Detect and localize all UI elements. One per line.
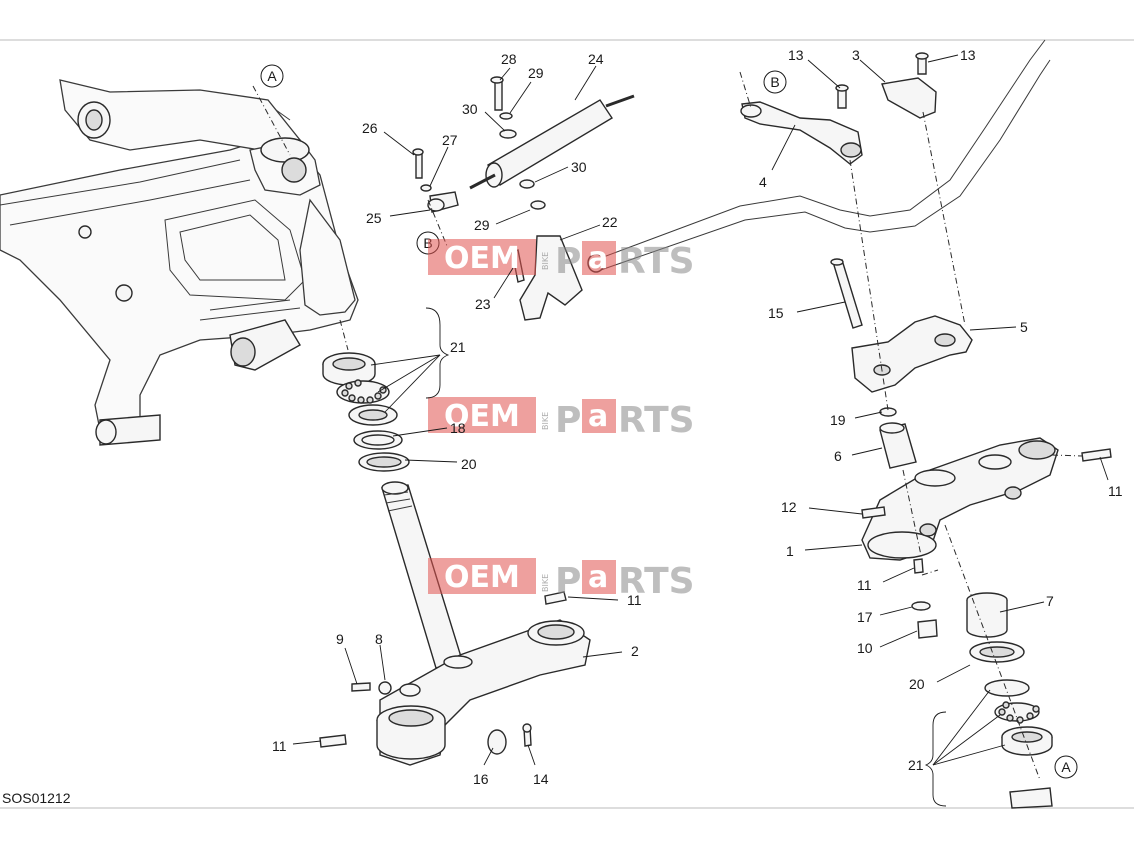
ref-a-bottom: A	[1061, 759, 1071, 775]
callout-7: 7	[1046, 593, 1054, 609]
callout-24: 24	[588, 51, 604, 67]
ref-circle-b-top	[763, 70, 787, 94]
watermark-bike: BIKE	[541, 252, 550, 270]
callout-29-top: 29	[528, 65, 544, 81]
callout-16: 16	[473, 771, 489, 787]
frame	[0, 79, 359, 446]
steering-stem	[322, 352, 463, 669]
damper-bracket-assembly	[740, 52, 973, 469]
watermark-a: a	[588, 560, 608, 595]
callout-5: 5	[1020, 319, 1028, 335]
callout-21-right: 21	[908, 757, 924, 773]
callout-28: 28	[501, 51, 517, 67]
callout-29-mid: 29	[474, 217, 490, 233]
callout-20-left: 20	[461, 456, 477, 472]
callout-10: 10	[857, 640, 873, 656]
callout-25: 25	[366, 210, 382, 226]
callout-2: 2	[631, 643, 639, 659]
watermark-middle: OEM BIKE P a RTS	[428, 397, 695, 441]
ref-circle-a-bottom	[1054, 755, 1078, 779]
watermark-a: a	[588, 399, 608, 434]
upper-triple-clamp	[861, 437, 1112, 639]
watermark-rts: RTS	[618, 561, 695, 602]
assembly-axis-lines	[252, 71, 1083, 781]
watermark-p: P	[555, 241, 581, 282]
callout-13-left: 13	[788, 47, 804, 63]
callout-4: 4	[759, 174, 767, 190]
watermark-rts: RTS	[618, 241, 695, 282]
handlebar	[587, 39, 1051, 273]
callout-23: 23	[475, 296, 491, 312]
lower-triple-clamp	[319, 591, 591, 766]
watermark-oem: OEM	[444, 241, 520, 276]
callout-6: 6	[834, 448, 842, 464]
callout-1: 1	[786, 543, 794, 559]
watermark-bottom: OEM BIKE P a RTS	[428, 558, 695, 602]
callout-8: 8	[375, 631, 383, 647]
callout-18: 18	[450, 420, 466, 436]
watermark-oem: OEM	[444, 560, 520, 595]
callout-13-right: 13	[960, 47, 976, 63]
lower-bearing-stack	[966, 592, 1053, 809]
callout-19: 19	[830, 412, 846, 428]
ref-b-top: B	[770, 74, 779, 90]
watermark-bike: BIKE	[541, 574, 550, 592]
drawing-code: SOS01212	[2, 790, 71, 806]
callout-26: 26	[362, 120, 378, 136]
watermark-oem: OEM	[444, 399, 520, 434]
callout-17: 17	[857, 609, 873, 625]
callout-3: 3	[852, 47, 860, 63]
watermark-a: a	[588, 241, 608, 276]
steering-damper	[412, 76, 635, 321]
callout-20-right: 20	[909, 676, 925, 692]
callout-12: 12	[781, 499, 797, 515]
callout-11-mid-right: 11	[857, 577, 872, 593]
watermark-rts: RTS	[618, 400, 695, 441]
watermark-p: P	[555, 400, 581, 441]
callout-22: 22	[602, 214, 618, 230]
callout-11-bottom-left: 11	[272, 738, 287, 754]
watermark-p: P	[555, 561, 581, 602]
callout-14: 14	[533, 771, 549, 787]
ref-circle-a-top	[260, 64, 284, 88]
callout-27: 27	[442, 132, 458, 148]
callout-11-center: 11	[627, 592, 642, 608]
watermark-top: OEM BIKE P a RTS	[428, 239, 695, 282]
callout-30-top: 30	[462, 101, 478, 117]
watermark-bike: BIKE	[541, 412, 550, 430]
callout-15: 15	[768, 305, 784, 321]
callout-labels: 21 18 20 11 2 9 8 11 16 14 24 28 29 30 2…	[272, 47, 1123, 787]
callout-30-mid: 30	[571, 159, 587, 175]
callout-9: 9	[336, 631, 344, 647]
callout-21-left: 21	[450, 339, 466, 355]
ref-a-top: A	[267, 68, 277, 84]
leader-lines	[292, 54, 1109, 807]
callout-11-right: 11	[1108, 483, 1123, 499]
